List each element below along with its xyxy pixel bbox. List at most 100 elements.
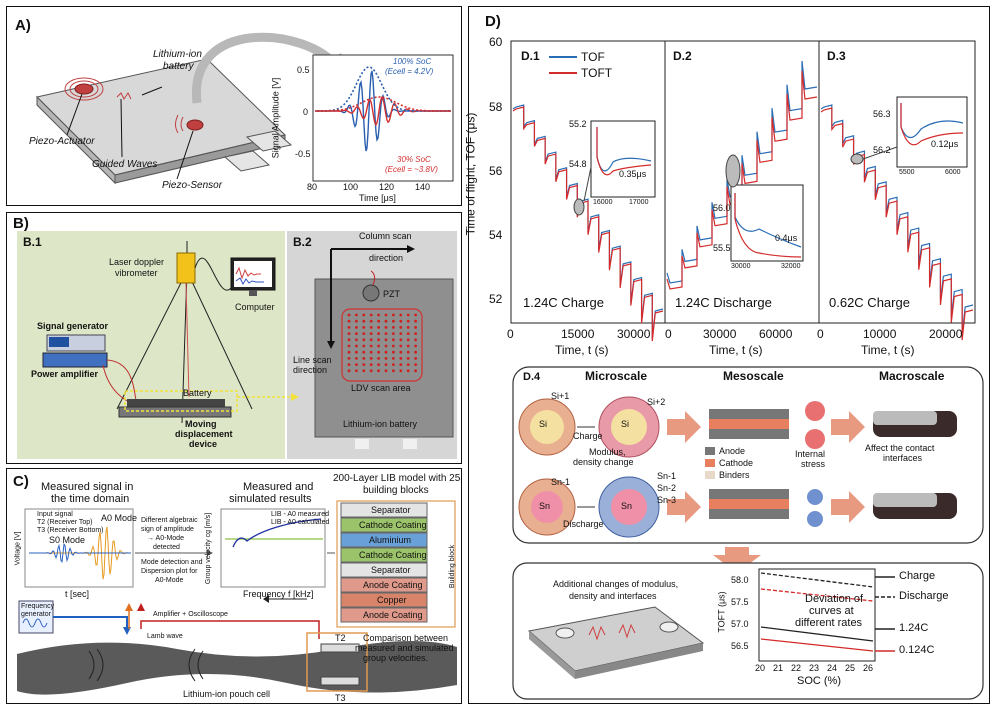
scan-point <box>355 332 358 335</box>
voltage-label: Voltage [V] <box>14 531 22 566</box>
freq-gen-wave <box>22 618 48 628</box>
scan-point <box>347 319 351 323</box>
d2-xlabel: Time, t (s) <box>709 343 763 357</box>
panel-d-label: D) <box>485 13 501 30</box>
inset-d1-toft <box>596 127 652 176</box>
battery-label: Battery <box>183 388 212 398</box>
c-legend-1: T2 (Receiver Top) <box>37 519 93 526</box>
a-ytick-1: 0 <box>303 107 309 117</box>
leader-waves <box>120 98 123 158</box>
inset-d2-delta: 0.4μs <box>775 233 798 243</box>
bottom-battery-front <box>575 643 703 679</box>
meso-cathode-1 <box>709 419 789 429</box>
deviation-2: different rates <box>795 617 863 629</box>
a-xtick-0: 80 <box>307 182 318 192</box>
gv-legend-0: LIB - A0 measured <box>271 511 329 518</box>
scan-point <box>369 338 373 342</box>
micro-sphere-4-core <box>611 489 647 525</box>
line-scan-label-2: direction <box>293 365 328 375</box>
d-ytick-2: 56 <box>489 164 503 178</box>
meso-anode-2 <box>709 429 789 439</box>
panel-c-figure <box>17 500 457 695</box>
scan-point <box>399 344 403 348</box>
guided-waves-squiggle <box>116 92 132 100</box>
d1-xlabel: Time, t (s) <box>555 343 609 357</box>
lamb-arcs-right <box>188 648 204 682</box>
moving-label-1: Moving <box>185 419 217 429</box>
scan-point <box>369 357 373 360</box>
internal-label-1: Internal <box>795 449 826 459</box>
legend-anode-swatch <box>705 447 715 455</box>
scan-point <box>377 369 380 373</box>
soc-xtick-6: 26 <box>863 663 874 673</box>
scan-point <box>406 332 410 335</box>
panel-c: C) Measured <box>6 468 462 704</box>
meso-anode-3 <box>709 489 789 499</box>
soc-discharge-124 <box>760 572 874 588</box>
power-amplifier-label: Power amplifier <box>31 369 99 379</box>
d3-id: D.3 <box>827 49 846 63</box>
scan-point <box>399 326 403 329</box>
toft-line-d3 <box>820 107 974 341</box>
si-label-2: Si <box>621 419 630 429</box>
layer-4: Separator <box>371 565 411 575</box>
layer-block <box>340 532 428 548</box>
lib-body <box>314 278 454 438</box>
scan-point <box>377 344 380 348</box>
signal-generator-label: Signal generator <box>37 321 109 331</box>
panel-b-figure <box>42 241 454 449</box>
scan-point <box>414 363 417 366</box>
inset-d1-delta: 0.35μs <box>619 169 647 179</box>
macro-cell-2-top <box>873 493 937 507</box>
b1-label: B.1 <box>23 235 42 249</box>
building-block-outline <box>336 500 456 628</box>
freq-label: Frequency f [kHz] <box>243 589 314 599</box>
scan-point <box>392 350 395 354</box>
inset-d2-xtick-1: 32000 <box>781 263 801 270</box>
d-ytick-3: 54 <box>489 228 503 242</box>
scan-point <box>414 350 417 354</box>
binders-label: Binders <box>719 470 750 480</box>
signal-generator-display <box>49 337 69 347</box>
soc30-envelope <box>317 96 451 112</box>
scan-point <box>355 369 358 373</box>
scan-point <box>347 357 351 360</box>
scan-point <box>355 313 358 317</box>
ldv-scan-area-box <box>341 308 423 382</box>
scan-point <box>362 350 366 354</box>
scan-point <box>406 313 410 317</box>
gv-measured-line <box>232 518 322 548</box>
scan-point <box>414 344 417 348</box>
frequency-generator <box>18 600 54 634</box>
soc-xtick-5: 25 <box>845 663 856 673</box>
c-legend-2: T3 (Receiver Bottom) <box>37 527 104 534</box>
scan-point <box>384 313 388 317</box>
scan-point <box>362 319 366 323</box>
bottom-disc-1 <box>555 627 575 639</box>
screen-signal-red <box>235 266 261 280</box>
scan-point <box>384 344 388 348</box>
line-scan-arrowhead <box>327 341 335 349</box>
scan-point <box>384 338 388 342</box>
c-legend-0: Input signal <box>37 511 73 518</box>
a-xtick-2: 120 <box>379 182 395 192</box>
pouch-label: Lithium-ion pouch cell <box>183 689 271 699</box>
layer-block <box>340 607 428 623</box>
scan-point <box>377 338 380 342</box>
inset-d2-ytick-1: 55.5 <box>713 243 731 253</box>
si2-label: Si+2 <box>647 397 666 407</box>
results-title-2: simulated results <box>229 493 312 505</box>
anode-label: Anode <box>719 446 746 456</box>
panel-c-label: C) <box>13 473 29 490</box>
scan-point <box>369 369 373 373</box>
deviation-0: Deviation of <box>805 593 864 605</box>
soc100-voltage: (Ecell = 4.2V) <box>385 67 434 76</box>
legend-charge: Charge <box>899 570 936 582</box>
scan-point <box>347 369 351 373</box>
line-scan-label-1: Line scan <box>293 355 332 365</box>
lib-tab-1 <box>355 439 369 449</box>
signal-plot-xlabel: Time [μs] <box>359 193 396 203</box>
gv-legend-1: LIB - A0 calculated <box>271 519 330 526</box>
scan-point <box>392 313 395 317</box>
ldv-area-label: LDV scan area <box>351 383 411 393</box>
